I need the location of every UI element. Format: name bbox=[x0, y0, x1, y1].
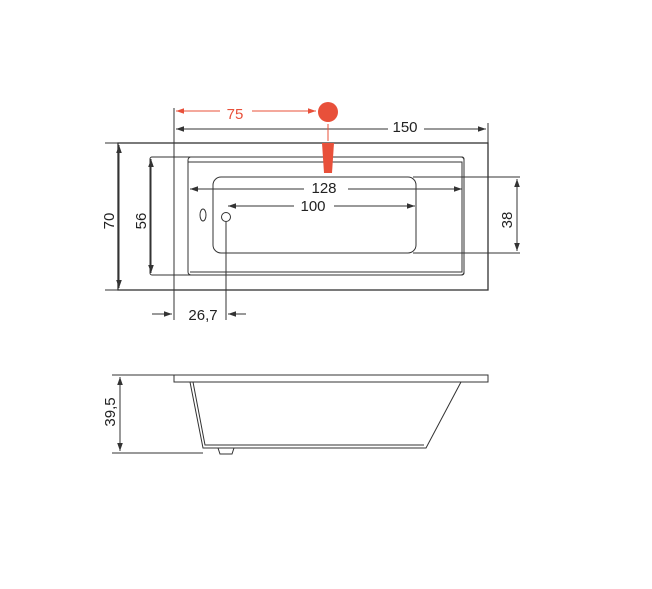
dim-label-bg-128 bbox=[304, 179, 348, 197]
drain-circle bbox=[221, 212, 231, 222]
dim-label-bg-75 bbox=[220, 100, 252, 120]
dim-label-56: 56 bbox=[133, 213, 150, 230]
tub-bottom-area bbox=[212, 176, 417, 254]
dim-label-39-5: 39,5 bbox=[102, 397, 119, 426]
tub-basin bbox=[187, 156, 465, 276]
overflow-marker-icon bbox=[322, 143, 334, 173]
side-view: 39,5 bbox=[102, 374, 489, 455]
dim-label-128: 128 bbox=[311, 180, 336, 197]
overflow-oval bbox=[199, 208, 207, 222]
side-body-inner bbox=[192, 381, 424, 446]
dim-label-38: 38 bbox=[499, 212, 516, 229]
top-view: 150 75 70 56 128 100 38 26,7 bbox=[101, 100, 520, 324]
overflow-position-dot bbox=[318, 102, 338, 122]
side-body bbox=[189, 381, 462, 449]
dim-label-150: 150 bbox=[392, 119, 417, 136]
tub-basin-edge bbox=[188, 161, 463, 273]
dim-label-bg-150 bbox=[388, 118, 424, 138]
dim-label-100: 100 bbox=[300, 198, 325, 215]
dim-label-bg-100 bbox=[294, 197, 334, 214]
dim-label-70: 70 bbox=[101, 213, 118, 230]
dim-label-26-7: 26,7 bbox=[188, 307, 217, 324]
tub-inner-rim bbox=[149, 156, 465, 276]
side-drain bbox=[217, 447, 235, 455]
dim-label-75: 75 bbox=[227, 106, 244, 123]
side-rim bbox=[173, 374, 489, 383]
